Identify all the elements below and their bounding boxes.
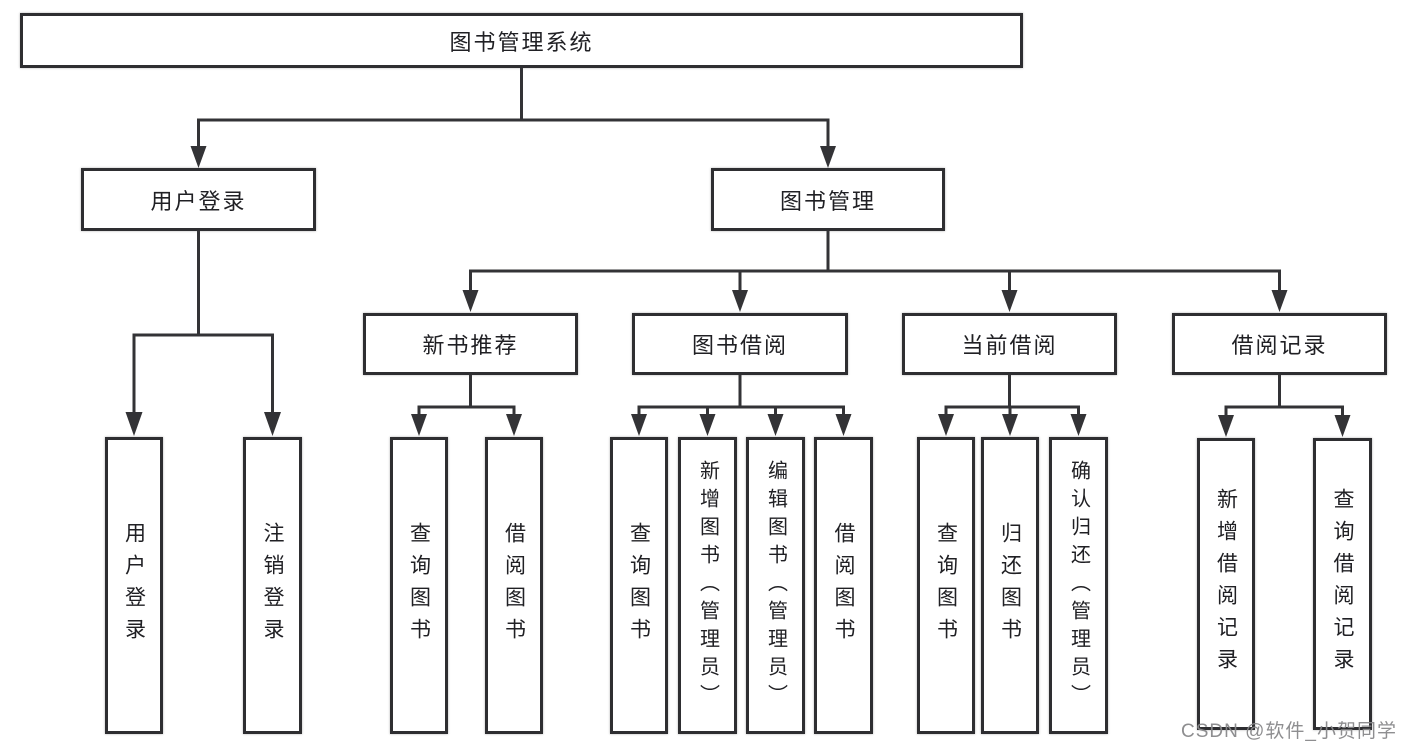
node-label: 用户登录: [122, 521, 146, 650]
connector-recommend-branch: [417, 373, 516, 419]
csdn-watermark: CSDN @软件_小贺同学: [1181, 721, 1397, 742]
arrowhead-icon: [820, 146, 836, 168]
node-label: 借阅图书: [502, 521, 526, 650]
node-label: 图书管理: [779, 188, 876, 214]
arrowhead-icon: [631, 414, 647, 436]
leaf-query-books-recommend: 查询图书: [390, 437, 448, 734]
arrowhead-icon: [699, 414, 716, 436]
arrowhead-icon: [1334, 415, 1351, 437]
arrowhead-icon: [1001, 290, 1018, 312]
node-label: 用户登录: [150, 188, 247, 214]
leaf-return-books: 归还图书: [981, 437, 1039, 734]
connector-current-branch: [944, 373, 1080, 419]
node-user-login: 用户登录: [81, 168, 316, 231]
node-label: 图书管理系统: [449, 29, 594, 55]
node-current-borrow: 当前借阅: [902, 313, 1117, 375]
node-label: 当前借阅: [961, 333, 1058, 358]
arrowhead-icon: [264, 412, 281, 436]
arrowhead-icon: [1002, 414, 1018, 436]
leaf-logout-login: 注销登录: [243, 437, 302, 734]
node-label: 图书借阅: [691, 333, 788, 358]
leaf-edit-books-admin: 编辑图书（管理员）: [746, 437, 805, 734]
node-label: 确认归还（管理员）: [1067, 459, 1090, 712]
arrowhead-icon: [732, 290, 748, 312]
arrowhead-icon: [506, 414, 522, 436]
node-label: 新书推荐: [422, 333, 519, 358]
connector-root-branch: [197, 66, 830, 152]
node-new-book-recommend: 新书推荐: [363, 313, 578, 375]
node-label: 查询图书: [934, 521, 958, 650]
leaf-query-books-borrow: 查询图书: [610, 437, 668, 734]
node-label: 查询借阅记录: [1331, 488, 1355, 680]
node-label: 新增借阅记录: [1214, 488, 1238, 680]
leaf-confirm-return-admin: 确认归还（管理员）: [1049, 437, 1108, 734]
node-label: 查询图书: [407, 521, 431, 650]
leaf-borrow-books-recommend: 借阅图书: [485, 437, 543, 734]
arrowhead-icon: [938, 414, 954, 436]
connector-borrow-branch: [637, 373, 845, 419]
node-label: 注销登录: [261, 521, 285, 650]
node-library-system: 图书管理系统: [20, 13, 1023, 68]
arrowhead-icon: [411, 414, 427, 436]
connector-records-branch: [1224, 373, 1344, 420]
node-label: 新增图书（管理员）: [696, 459, 719, 712]
leaf-add-borrow-record: 新增借阅记录: [1197, 438, 1255, 730]
leaf-borrow-books: 借阅图书: [814, 437, 873, 734]
arrowheads: [125, 146, 1351, 437]
node-borrow-records: 借阅记录: [1172, 313, 1387, 375]
connector-book-mgmt-branch: [469, 229, 1281, 295]
arrowhead-icon: [462, 290, 479, 312]
arrowhead-icon: [1271, 290, 1288, 312]
node-label: 归还图书: [998, 521, 1022, 650]
leaf-add-books-admin: 新增图书（管理员）: [678, 437, 737, 734]
leaf-query-books-current: 查询图书: [917, 437, 975, 734]
leaf-query-borrow-record: 查询借阅记录: [1313, 438, 1372, 730]
connector-user-login-branch: [132, 229, 274, 418]
arrowhead-icon: [1218, 415, 1234, 437]
node-label: 查询图书: [627, 521, 651, 650]
connector-lines: [132, 66, 1344, 420]
arrowhead-icon: [767, 414, 784, 436]
arrowhead-icon: [125, 412, 143, 436]
arrowhead-icon: [190, 146, 207, 168]
node-label: 借阅记录: [1231, 333, 1328, 358]
node-label: 编辑图书（管理员）: [764, 459, 787, 712]
node-label: 借阅图书: [832, 521, 856, 650]
node-book-borrow: 图书借阅: [632, 313, 848, 375]
node-book-management: 图书管理: [711, 168, 945, 231]
leaf-user-login: 用户登录: [105, 437, 163, 734]
arrowhead-icon: [835, 414, 852, 436]
arrowhead-icon: [1070, 414, 1087, 436]
